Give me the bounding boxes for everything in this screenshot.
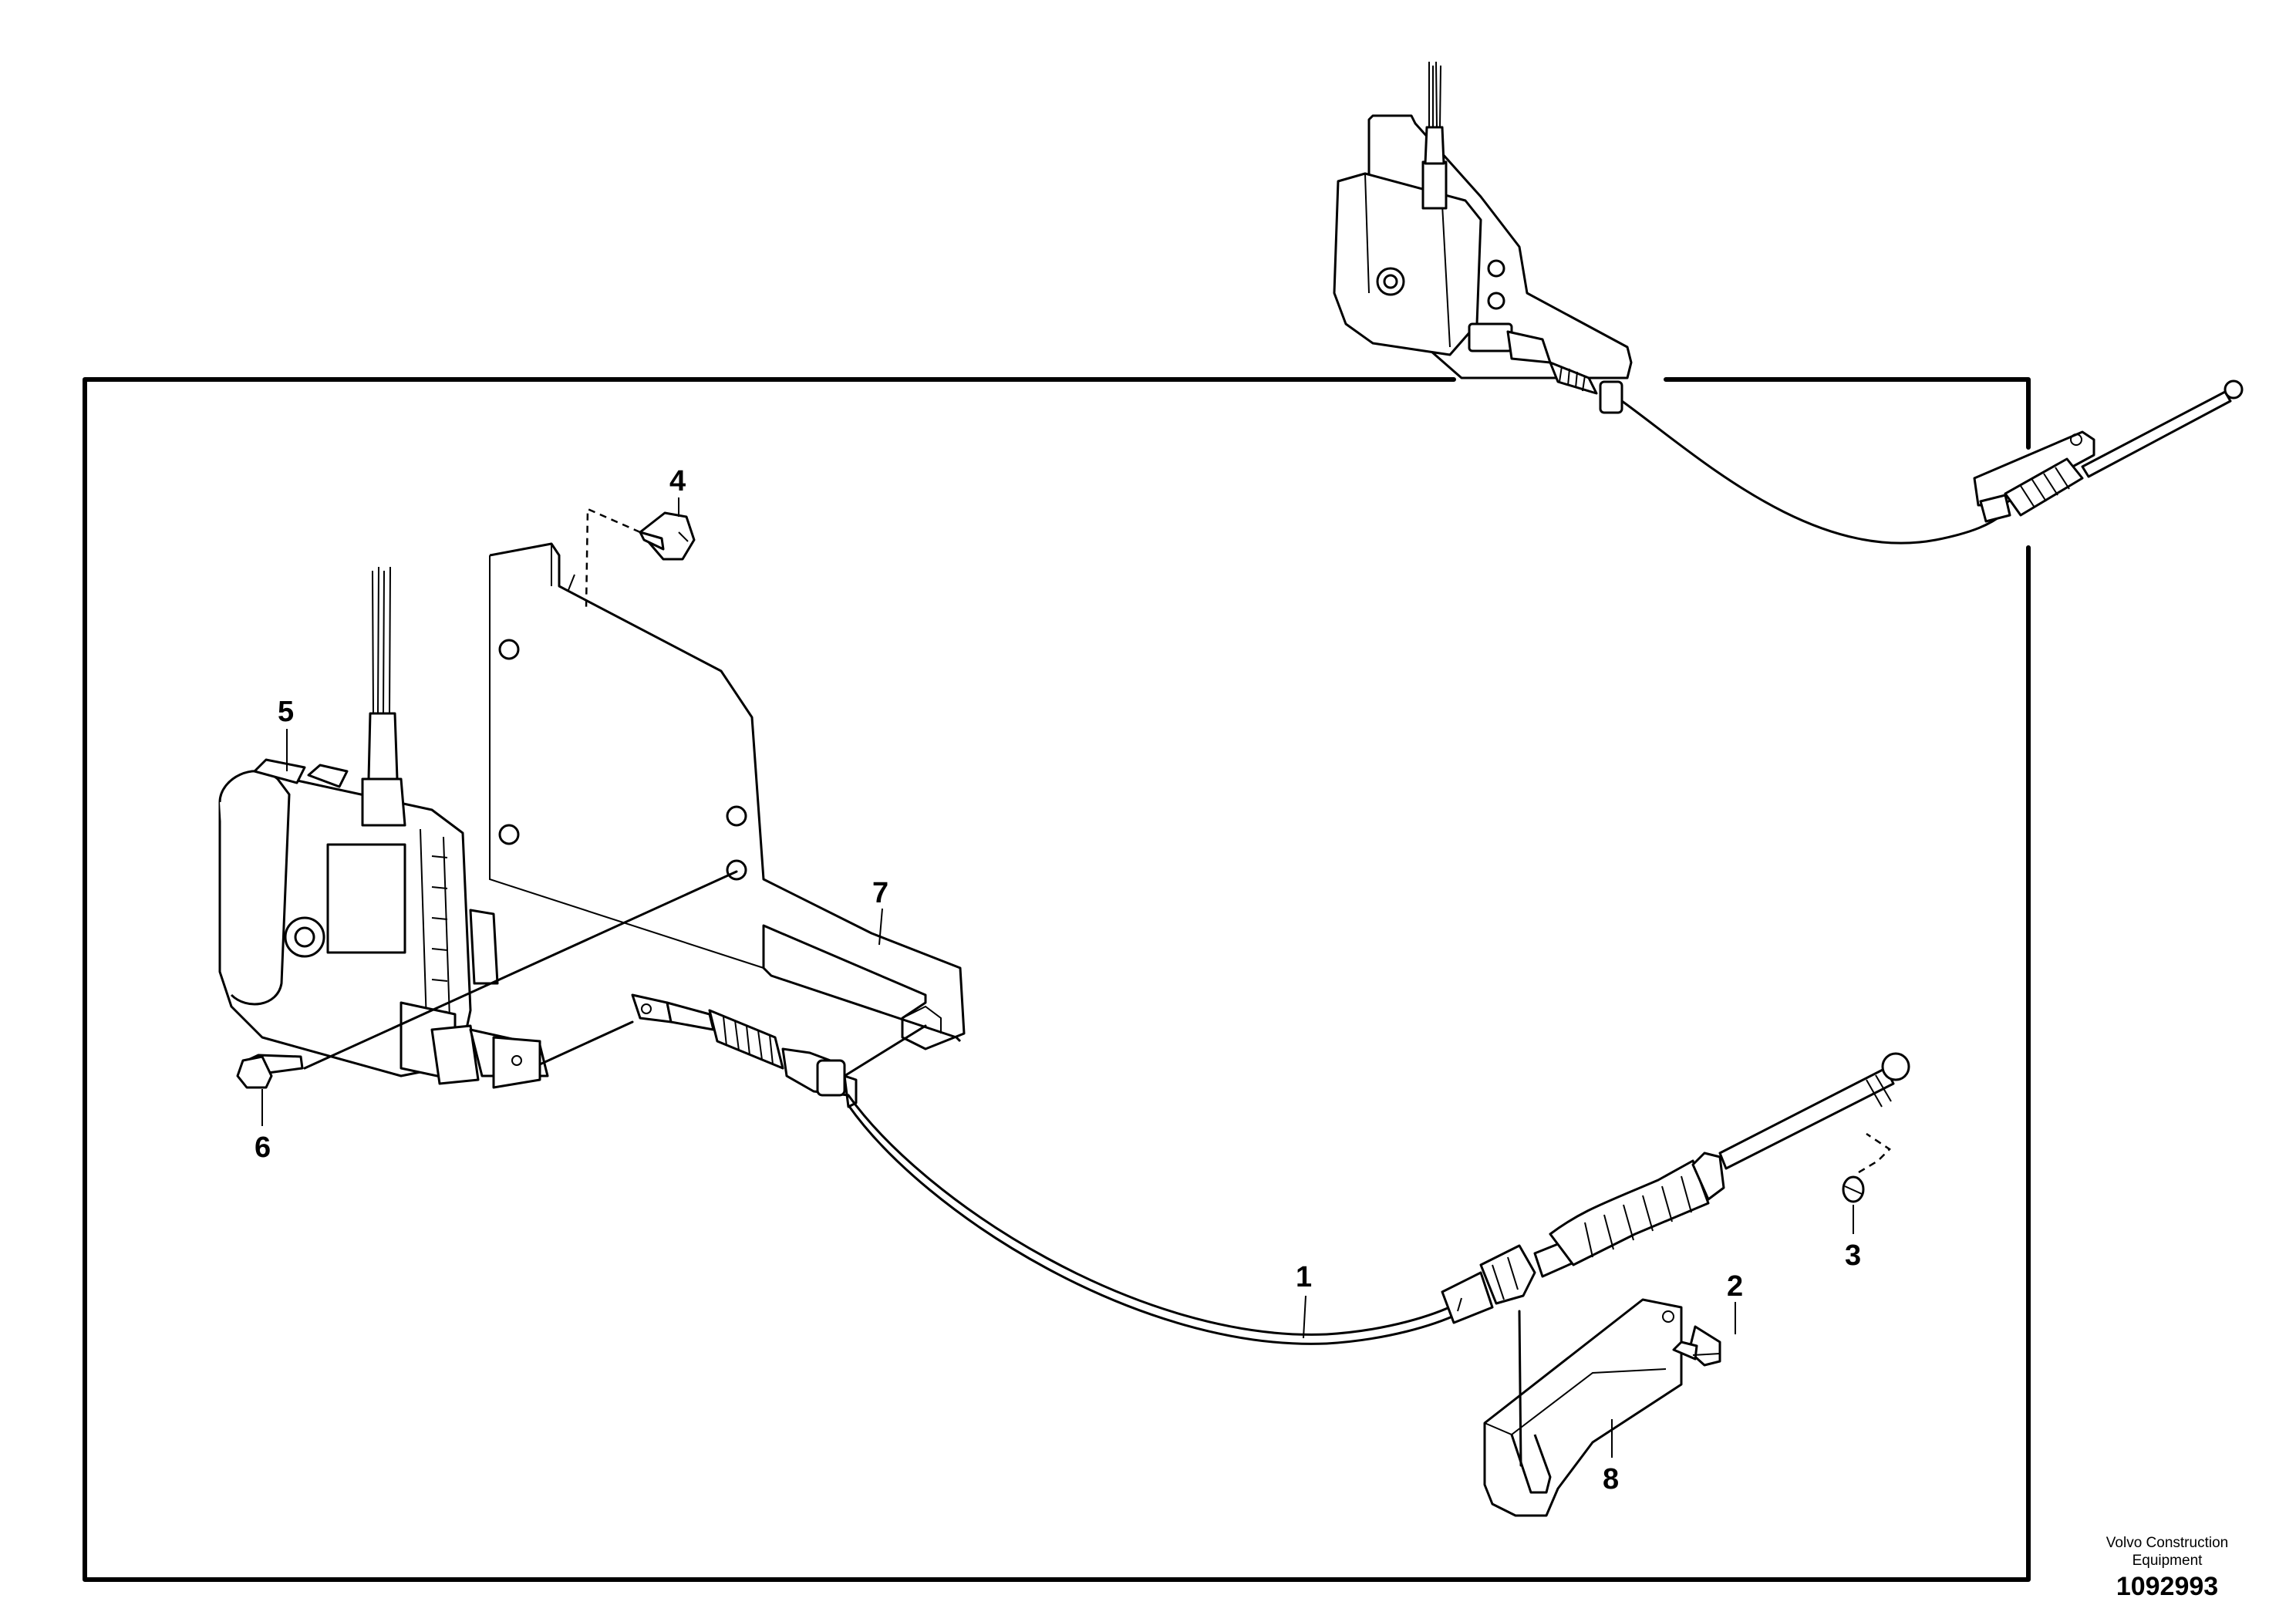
callout-leaders (261, 497, 1854, 1458)
overview-lever-rod (1979, 379, 2244, 523)
callout-2: 2 (1727, 1270, 1743, 1303)
callout-7: 7 (872, 877, 888, 909)
callout-6: 6 (255, 1131, 271, 1164)
callout-8: 8 (1603, 1463, 1619, 1496)
callout-1: 1 (1296, 1261, 1312, 1293)
overview-assembly (1333, 61, 2244, 545)
bolt-part-2 (1672, 1325, 1721, 1367)
control-cable (631, 993, 1910, 1345)
cable-clamp-bracket (1483, 1298, 1683, 1517)
mounting-bracket (489, 542, 966, 1050)
callout-4: 4 (669, 465, 686, 497)
nut-part-3 (1842, 1175, 1865, 1203)
bolt-part-6 (236, 1054, 304, 1089)
callout-5: 5 (278, 696, 294, 728)
callout-3: 3 (1845, 1239, 1861, 1272)
detail-frame (83, 377, 2031, 1582)
overview-cable-boot (1549, 361, 1598, 395)
publisher-line-1: Volvo Construction (2106, 1535, 2229, 1551)
publisher-line-2: Equipment (2132, 1553, 2203, 1569)
callout-labels: 1 2 3 4 5 6 7 8 (255, 465, 1861, 1496)
bolt-part-4 (639, 511, 696, 561)
assembly-guide-lines (303, 508, 1891, 1467)
actuator-motor (218, 566, 549, 1089)
drawing-number: 1092993 (2116, 1572, 2219, 1601)
